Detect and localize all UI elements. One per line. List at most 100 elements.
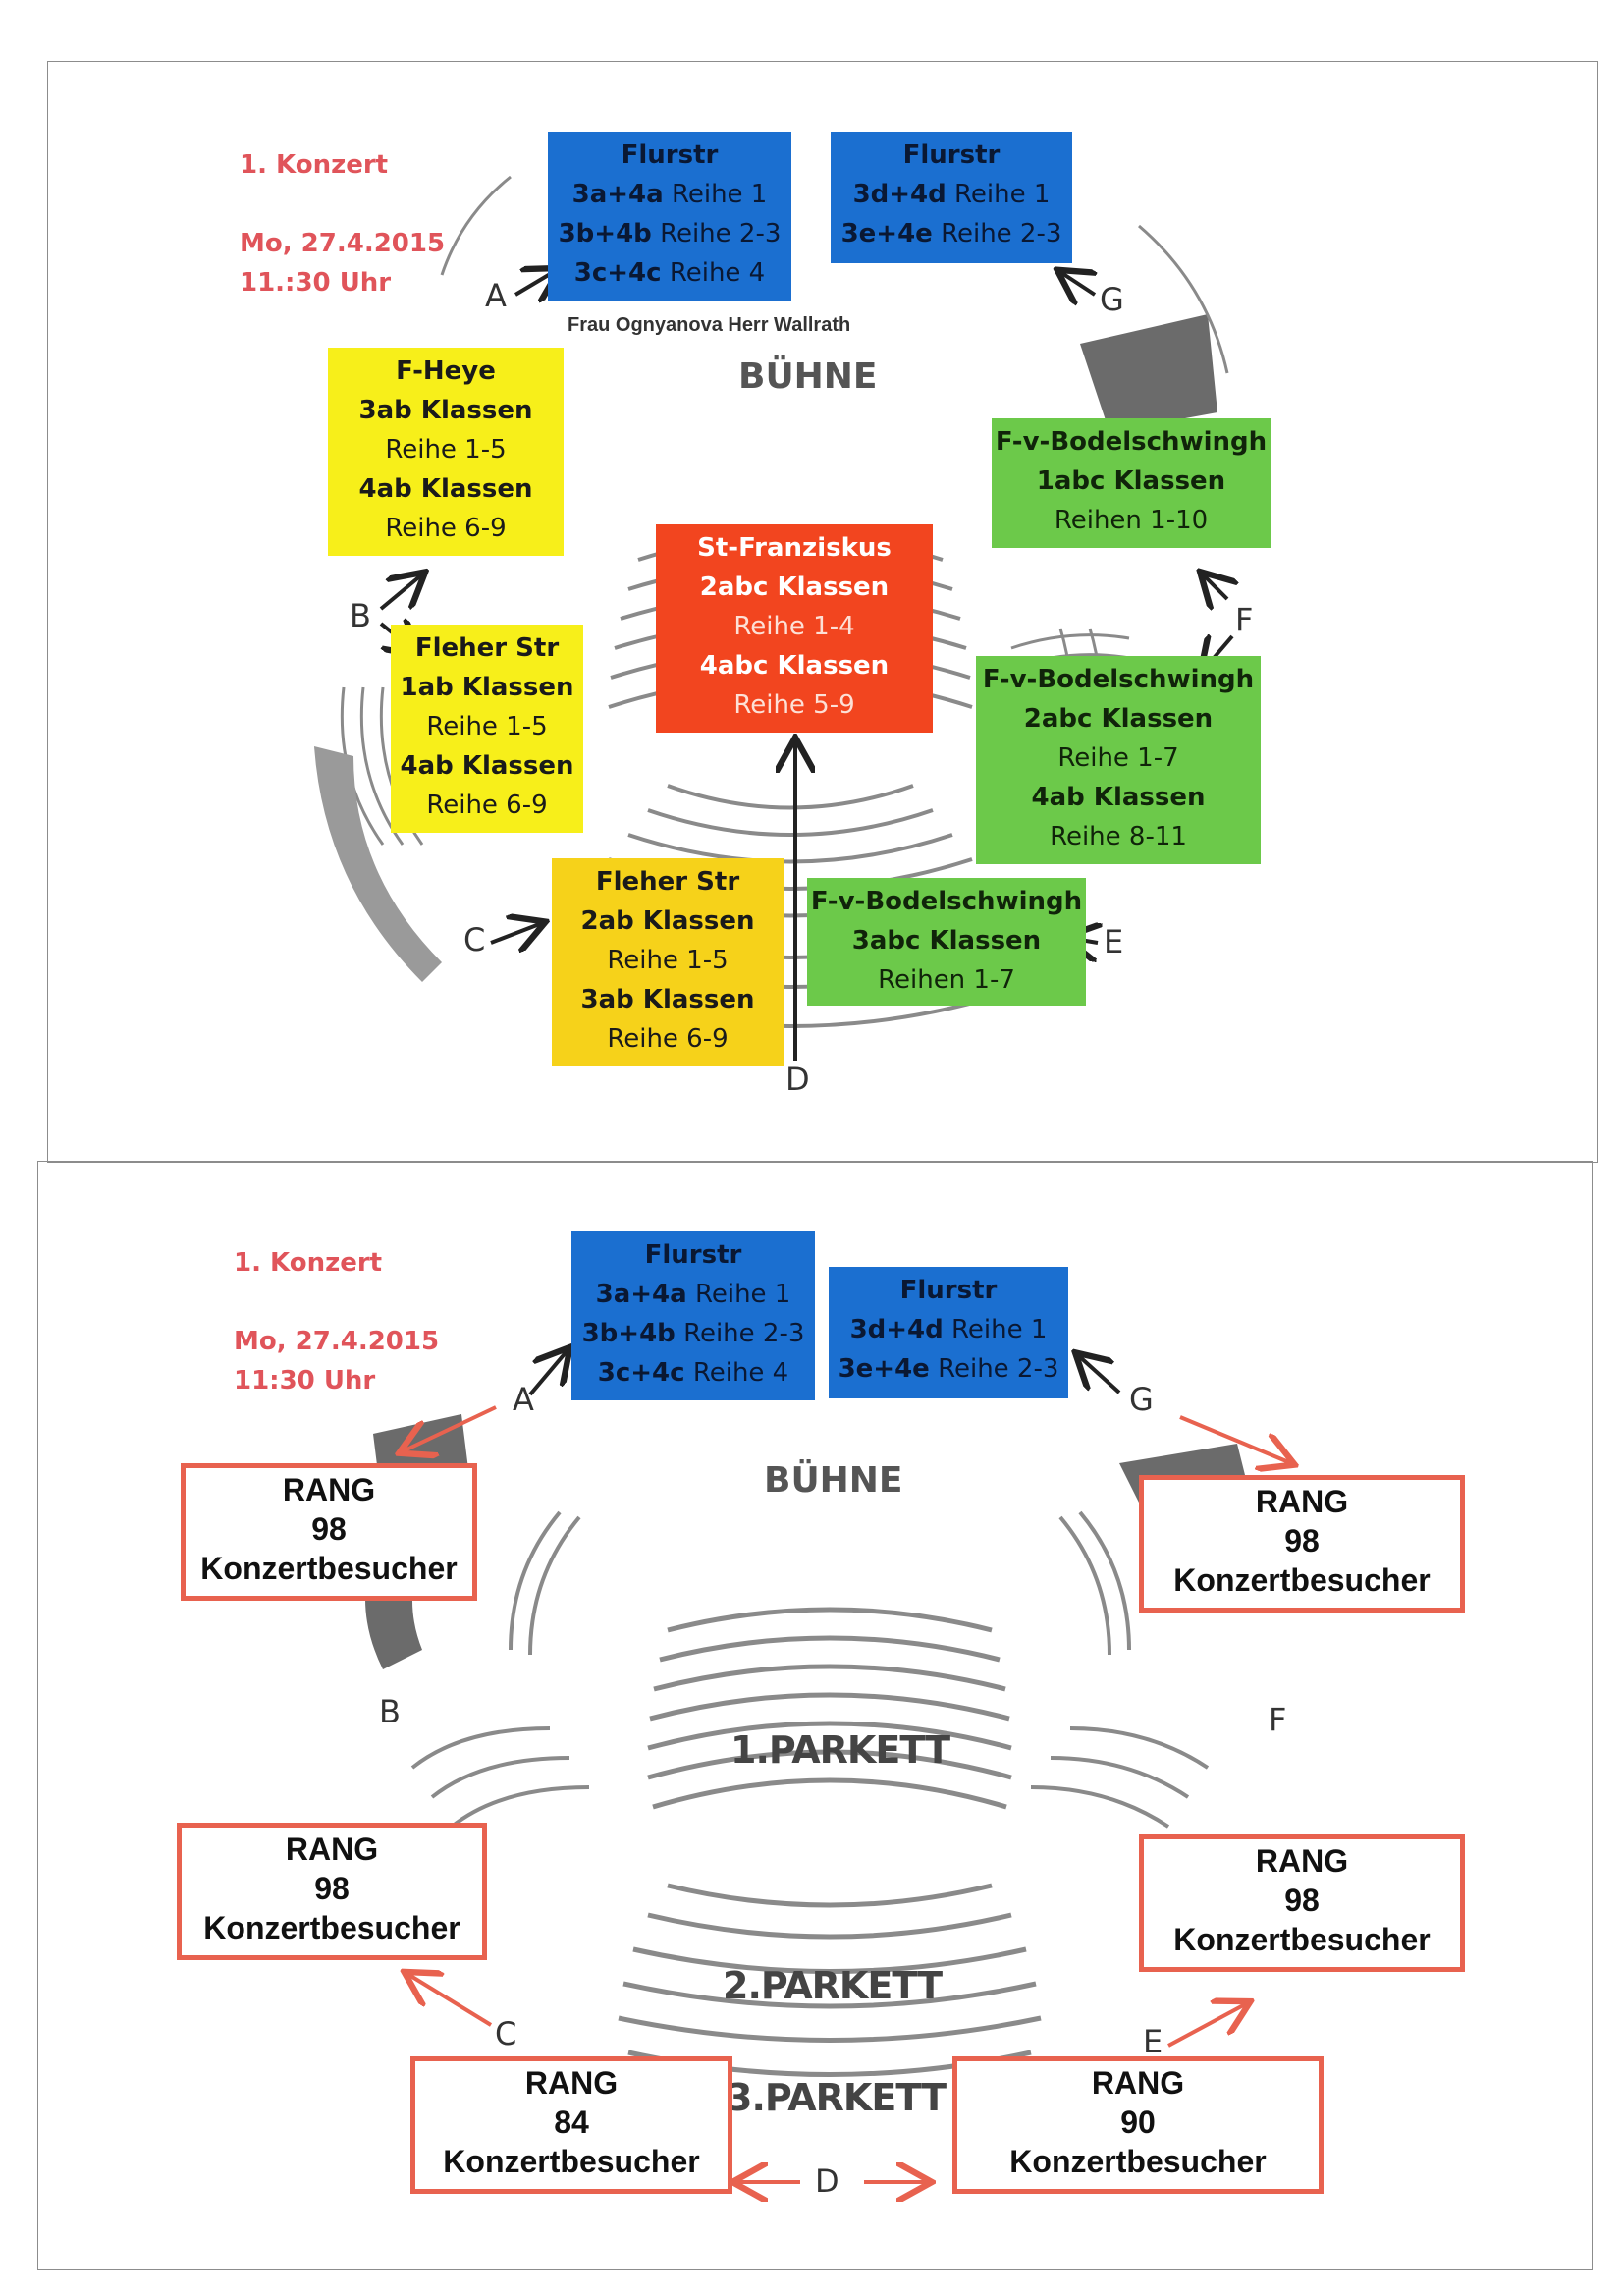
- concert-date: Mo, 27.4.2015: [240, 229, 446, 258]
- entrance-f: F: [1235, 601, 1254, 638]
- box-title: F-v-Bodelschwingh: [982, 665, 1255, 694]
- visitor-unit: Konzertbesucher: [1173, 1562, 1431, 1598]
- teachers-label: Frau Ognyanova Herr Wallrath: [568, 314, 851, 336]
- rang-box-mid-left: RANG 98 Konzertbesucher: [177, 1823, 487, 1960]
- rang-box-top-left: RANG 98 Konzertbesucher: [181, 1463, 477, 1601]
- box-title: Flurstr: [899, 1276, 998, 1305]
- class-label: 2ab Klassen: [580, 906, 755, 936]
- row-range: Reihe 2-3: [941, 219, 1062, 248]
- row-range: Reihen 1-7: [878, 965, 1015, 995]
- entrance-e: E: [1104, 923, 1124, 960]
- row-range: Reihe 2-3: [938, 1354, 1059, 1384]
- entrance-f-2: F: [1269, 1701, 1287, 1738]
- rang-label: RANG: [1255, 1484, 1349, 1519]
- class-group: 3c+4c: [573, 258, 662, 288]
- row-range: Reihe 5-9: [733, 690, 855, 720]
- entrance-a-2: A: [513, 1381, 534, 1418]
- class-label: 3ab Klassen: [580, 985, 755, 1014]
- class-label: 1abc Klassen: [1036, 466, 1226, 496]
- rang-label: RANG: [1091, 2065, 1185, 2101]
- box-title: F-Heye: [396, 356, 496, 386]
- class-group: 3b+4b: [581, 1319, 676, 1348]
- row-line: 3c+4c Reihe 4: [571, 1353, 815, 1393]
- box-title: Flurstr: [644, 1240, 742, 1270]
- row-range: Reihe 6-9: [607, 1024, 729, 1054]
- entrance-c-2: C: [495, 2015, 517, 2052]
- box-flurstr-right-2: Flurstr 3d+4d Reihe 1 3e+4e Reihe 2-3: [829, 1267, 1068, 1398]
- class-group: 3a+4a: [571, 180, 664, 209]
- row-line: 3a+4a Reihe 1: [548, 175, 791, 214]
- visitor-unit: Konzertbesucher: [443, 2144, 700, 2179]
- class-group: 3c+4c: [597, 1358, 685, 1388]
- row-line: 3d+4d Reihe 1: [831, 175, 1072, 214]
- row-range: Reihe 1: [954, 180, 1051, 209]
- class-label: 4ab Klassen: [358, 474, 533, 504]
- row-range: Reihe 1-5: [426, 712, 548, 741]
- row-range: Reihe 1-5: [385, 435, 507, 465]
- class-group: 3e+4e: [840, 219, 933, 248]
- class-label: 1ab Klassen: [400, 673, 574, 702]
- visitor-count: 98: [1284, 1883, 1320, 1918]
- concert-title-2: 1. Konzert: [234, 1248, 383, 1278]
- class-group: 3e+4e: [838, 1354, 930, 1384]
- class-label: 4abc Klassen: [699, 651, 890, 681]
- class-group: 3a+4a: [595, 1280, 687, 1309]
- class-label: 4ab Klassen: [400, 751, 574, 781]
- box-bodelschwingh-3: F-v-Bodelschwingh 3abc Klassen Reihen 1-…: [807, 878, 1086, 1006]
- entrance-g-2: G: [1129, 1381, 1154, 1418]
- entrance-c: C: [463, 921, 486, 958]
- class-group: 3d+4d: [852, 180, 947, 209]
- row-line: 3b+4b Reihe 2-3: [548, 214, 791, 253]
- concert-title: 1. Konzert: [240, 150, 389, 180]
- box-title: Fleher Str: [595, 867, 740, 897]
- box-fleher-str-b: Fleher Str 1ab Klassen Reihe 1-5 4ab Kla…: [391, 625, 583, 833]
- stage-label: BÜHNE: [738, 356, 878, 397]
- visitor-count: 98: [314, 1871, 350, 1906]
- row-range: Reihe 4: [669, 258, 766, 288]
- box-flurstr-right: Flurstr 3d+4d Reihe 1 3e+4e Reihe 2-3: [831, 132, 1072, 263]
- row-range: Reihe 6-9: [426, 791, 548, 820]
- box-flurstr-left-2: Flurstr 3a+4a Reihe 1 3b+4b Reihe 2-3 3c…: [571, 1231, 815, 1400]
- rang-label: RANG: [524, 2065, 619, 2101]
- entrance-a: A: [485, 277, 507, 314]
- class-label: 2abc Klassen: [699, 573, 890, 602]
- box-st-franziskus: St-Franziskus 2abc Klassen Reihe 1-4 4ab…: [656, 524, 933, 733]
- entrance-d-2: D: [815, 2162, 839, 2200]
- stage-label-2: BÜHNE: [764, 1460, 903, 1501]
- box-title: F-v-Bodelschwingh: [995, 427, 1268, 457]
- rang-label: RANG: [285, 1831, 379, 1867]
- panel-bottom: [37, 1161, 1593, 2270]
- entrance-d: D: [785, 1061, 810, 1098]
- class-label: 4ab Klassen: [1031, 783, 1206, 812]
- visitor-unit: Konzertbesucher: [200, 1551, 458, 1586]
- row-range: Reihe 1-4: [733, 612, 855, 641]
- row-line: 3a+4a Reihe 1: [571, 1275, 815, 1314]
- class-group: 3b+4b: [558, 219, 652, 248]
- rang-box-bottom-left: RANG 84 Konzertbesucher: [410, 2056, 732, 2194]
- row-line: 3e+4e Reihe 2-3: [829, 1349, 1068, 1389]
- box-fleher-str-c: Fleher Str 2ab Klassen Reihe 1-5 3ab Kla…: [552, 858, 784, 1066]
- class-label: 2abc Klassen: [1023, 704, 1214, 734]
- row-range: Reihen 1-10: [1054, 506, 1209, 535]
- visitor-unit: Konzertbesucher: [203, 1910, 460, 1945]
- row-range: Reihe 1: [951, 1315, 1048, 1344]
- box-title: Flurstr: [621, 140, 719, 170]
- box-flurstr-left: Flurstr 3a+4a Reihe 1 3b+4b Reihe 2-3 3c…: [548, 132, 791, 301]
- box-title: Flurstr: [902, 140, 1001, 170]
- entrance-b: B: [350, 597, 371, 634]
- panel-top: [47, 61, 1598, 1163]
- row-range: Reihe 1: [694, 1280, 791, 1309]
- row-range: Reihe 6-9: [385, 514, 507, 543]
- row-line: 3c+4c Reihe 4: [548, 253, 791, 293]
- concert-time-2: 11:30 Uhr: [234, 1366, 376, 1395]
- rang-label: RANG: [282, 1472, 376, 1507]
- row-line: 3e+4e Reihe 2-3: [831, 214, 1072, 253]
- visitor-count: 98: [311, 1511, 347, 1547]
- rang-box-mid-right: RANG 98 Konzertbesucher: [1139, 1834, 1465, 1972]
- parkett-3-label: 3.PARKETT: [727, 2076, 947, 2119]
- rang-box-bottom-right: RANG 90 Konzertbesucher: [952, 2056, 1324, 2194]
- visitor-unit: Konzertbesucher: [1009, 2144, 1267, 2179]
- entrance-g: G: [1100, 281, 1124, 318]
- parkett-1-label: 1.PARKETT: [730, 1728, 950, 1772]
- box-title: F-v-Bodelschwingh: [810, 887, 1083, 916]
